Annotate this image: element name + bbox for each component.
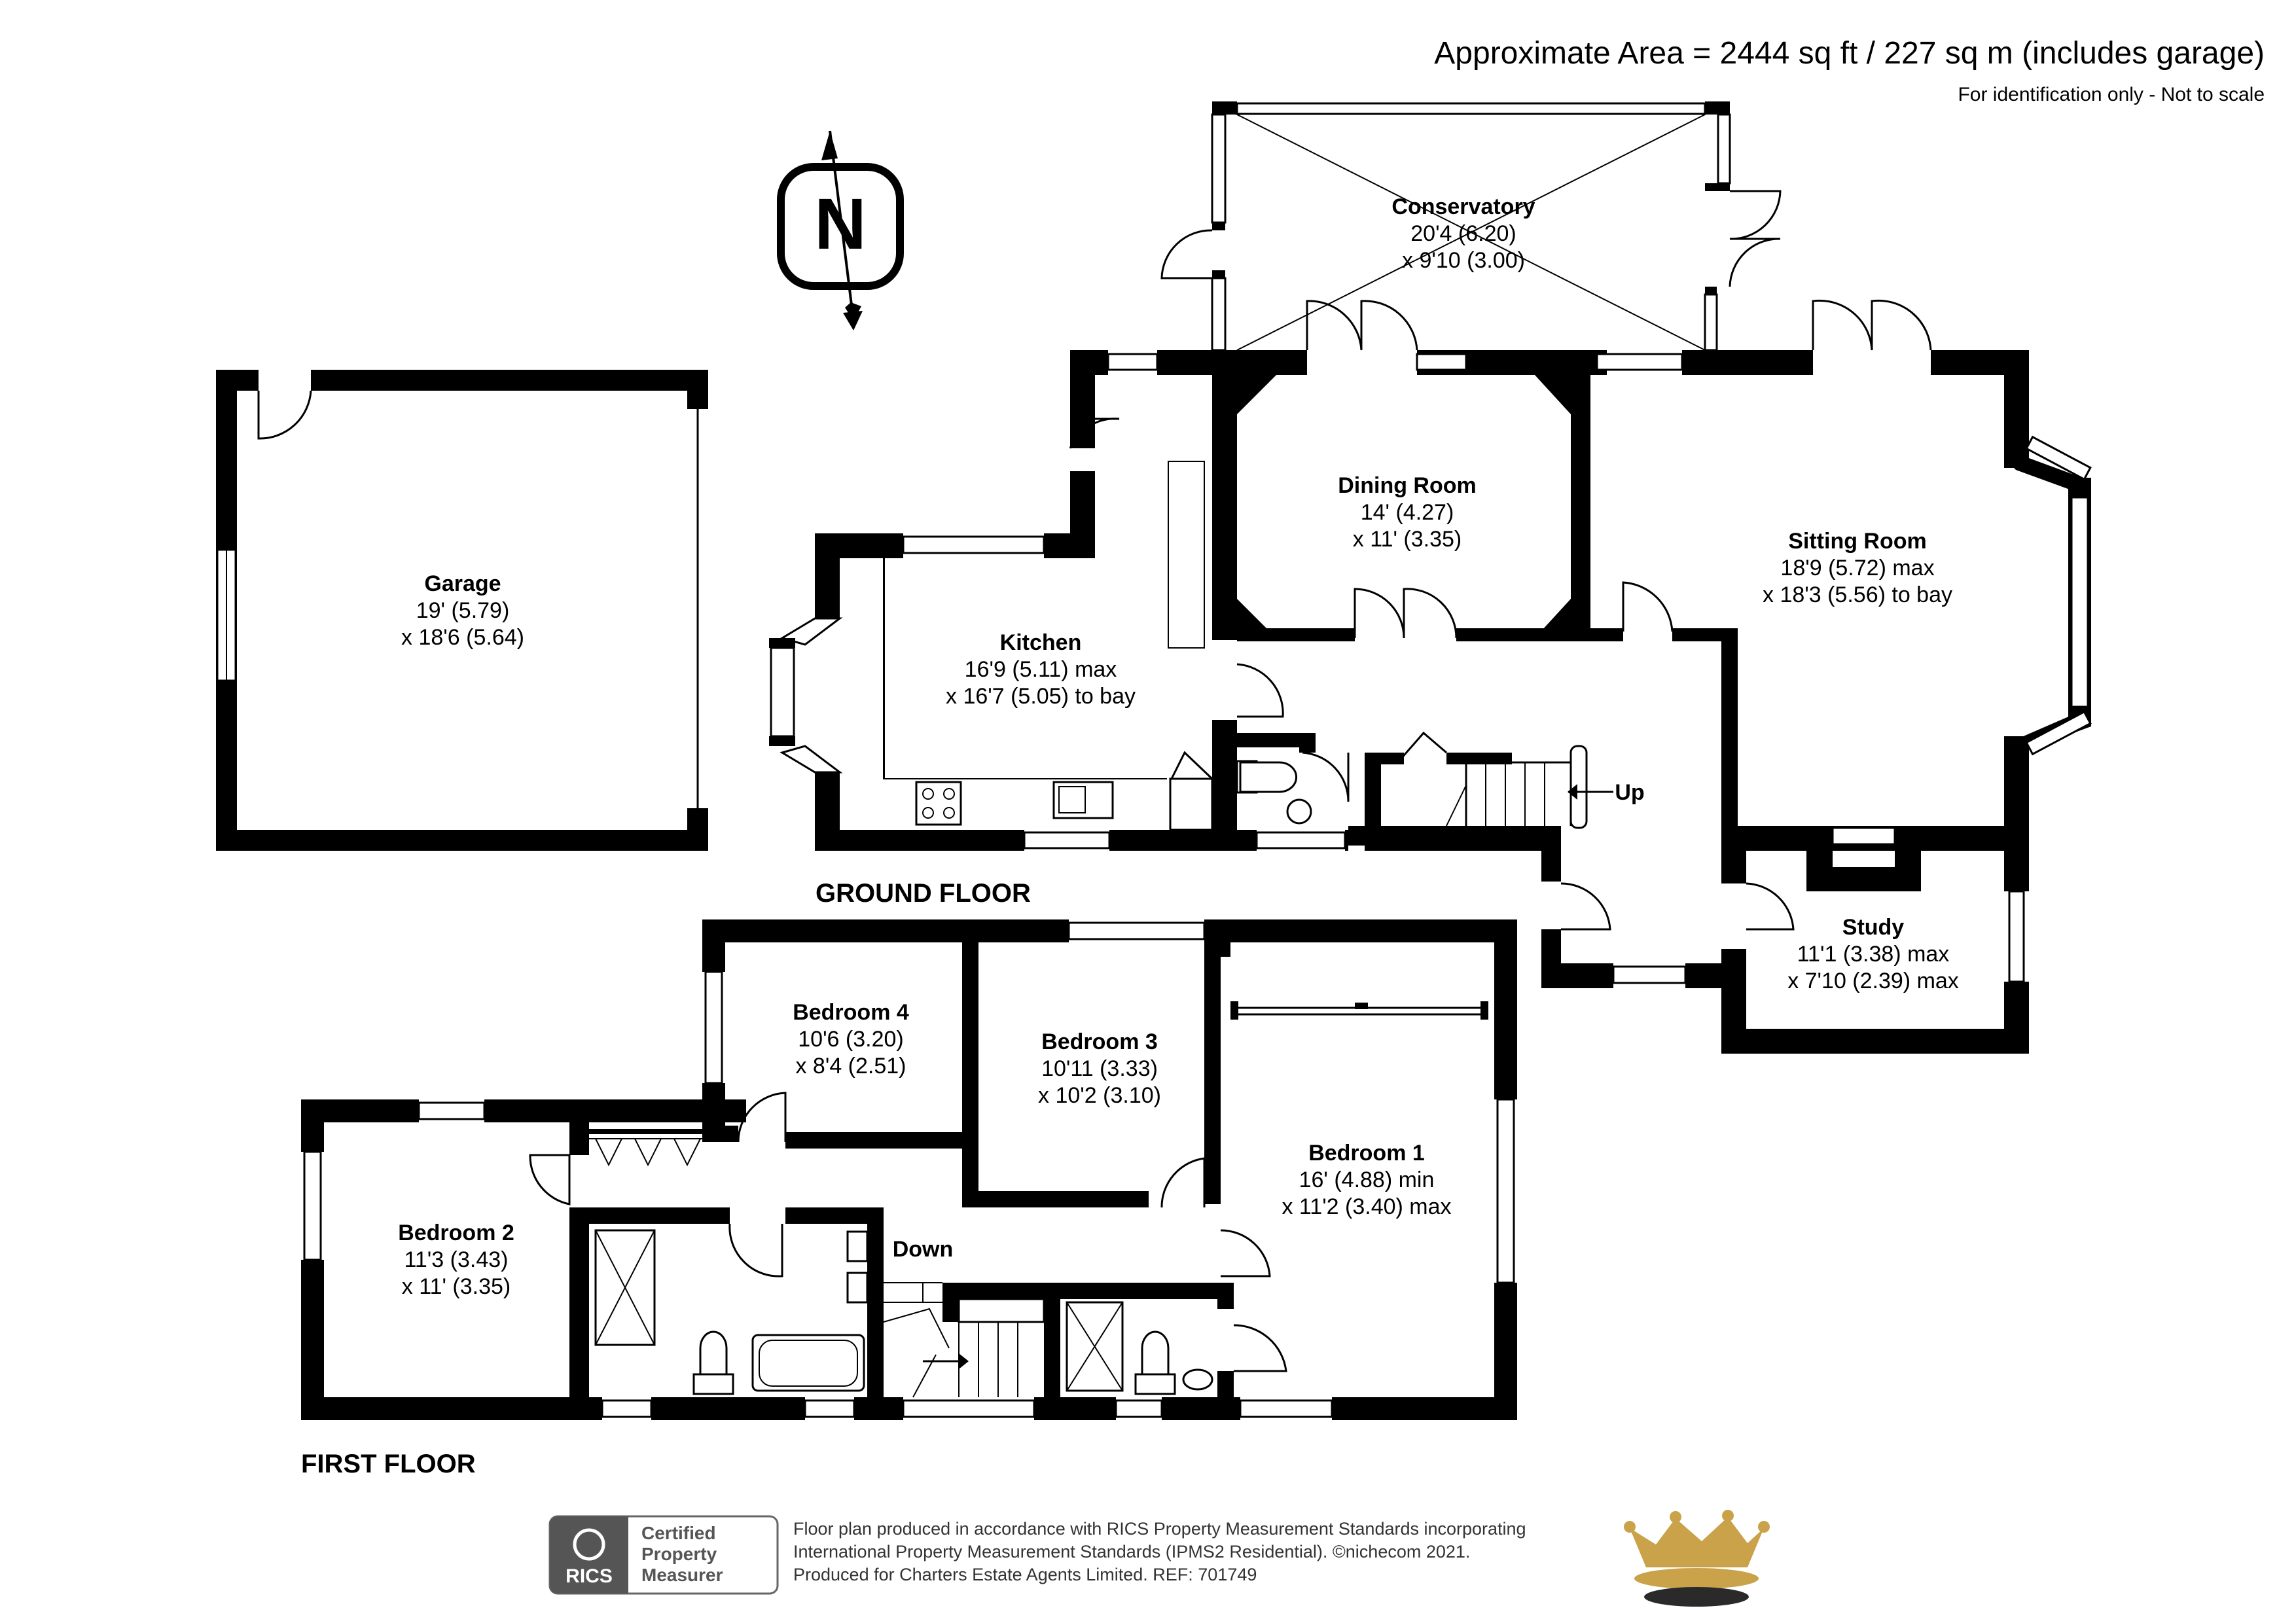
rics-line2: Property <box>641 1544 717 1564</box>
bed2-name: Bedroom 2 <box>398 1221 514 1245</box>
dining-dim2: x 11' (3.35) <box>1353 527 1462 552</box>
ground-floor-walls <box>1212 350 2092 1054</box>
sitting-dim2: x 18'3 (5.56) to bay <box>1763 582 1952 607</box>
conservatory-name: Conservatory <box>1391 194 1535 219</box>
ground-floor-title: GROUND FLOOR <box>816 879 1031 908</box>
bed2-dim1: 11'3 (3.43) <box>404 1247 509 1272</box>
rics-line3: Measurer <box>641 1565 723 1585</box>
rics-line1: Certified <box>641 1523 716 1543</box>
bed3-name: Bedroom 3 <box>1041 1029 1158 1054</box>
first-labels: Bedroom 4 10'6 (3.20) x 8'4 (2.51) Bedro… <box>301 1000 1452 1478</box>
footer-line1: Floor plan produced in accordance with R… <box>793 1519 1526 1539</box>
kitchen-dim1: 16'9 (5.11) max <box>965 657 1117 682</box>
garage-dim2: x 18'6 (5.64) <box>401 625 524 650</box>
crown-logo-icon <box>1624 1510 1770 1607</box>
north-letter: N <box>814 184 866 264</box>
stairs-down-label: Down <box>893 1237 954 1262</box>
kitchen: Kitchen 16'9 (5.11) max x 16'7 (5.05) to… <box>769 350 1284 851</box>
kitchen-name: Kitchen <box>1000 630 1082 655</box>
conservatory-dim2: x 9'10 (3.00) <box>1402 248 1525 273</box>
ground-wc-and-stairs: Up <box>1236 299 1932 931</box>
conservatory-dim1: 20'4 (6.20) <box>1410 221 1516 246</box>
bed1-dim1: 16' (4.88) min <box>1299 1168 1435 1192</box>
dining-dim1: 14' (4.27) <box>1361 500 1454 525</box>
footer-line3: Produced for Charters Estate Agents Limi… <box>793 1565 1257 1584</box>
first-floor-title: FIRST FLOOR <box>301 1450 476 1478</box>
dining-name: Dining Room <box>1338 473 1477 498</box>
bed1-name: Bedroom 1 <box>1308 1141 1425 1166</box>
scale-note: For identification only - Not to scale <box>1958 84 2265 105</box>
ground-labels: Dining Room 14' (4.27) x 11' (3.35) Sitt… <box>401 473 1959 993</box>
garage <box>216 370 708 851</box>
bed4-dim2: x 8'4 (2.51) <box>795 1054 906 1079</box>
conservatory: Conservatory 20'4 (6.20) x 9'10 (3.00) <box>1160 101 1782 351</box>
rics-badge: RICS Certified Property Measurer <box>548 1515 779 1595</box>
sitting-dim1: 18'9 (5.72) max <box>1780 556 1934 580</box>
footer-line2: International Property Measurement Stand… <box>793 1542 1470 1561</box>
bed4-name: Bedroom 4 <box>793 1000 909 1025</box>
rics-brand: RICS <box>565 1565 613 1587</box>
sitting-name: Sitting Room <box>1788 529 1927 554</box>
bed3-dim2: x 10'2 (3.10) <box>1038 1083 1161 1108</box>
study-name: Study <box>1842 915 1905 940</box>
study-dim1: 11'1 (3.38) max <box>1797 942 1950 967</box>
stairs-up-label: Up <box>1615 780 1644 805</box>
bed2-dim2: x 11' (3.35) <box>402 1274 511 1299</box>
north-compass-icon: N <box>777 130 904 330</box>
bed4-dim1: 10'6 (3.20) <box>798 1027 903 1052</box>
approximate-area: Approximate Area = 2444 sq ft / 227 sq m… <box>1434 36 2265 71</box>
first-floor-walls: Down <box>301 919 1517 1420</box>
kitchen-dim2: x 16'7 (5.05) to bay <box>946 684 1136 709</box>
study-dim2: x 7'10 (2.39) max <box>1787 969 1959 993</box>
garage-name: Garage <box>424 571 501 596</box>
rics-lion-icon <box>573 1528 605 1561</box>
bed1-dim2: x 11'2 (3.40) max <box>1282 1194 1451 1219</box>
garage-dim1: 19' (5.79) <box>416 598 510 623</box>
bed3-dim1: 10'11 (3.33) <box>1041 1056 1158 1081</box>
